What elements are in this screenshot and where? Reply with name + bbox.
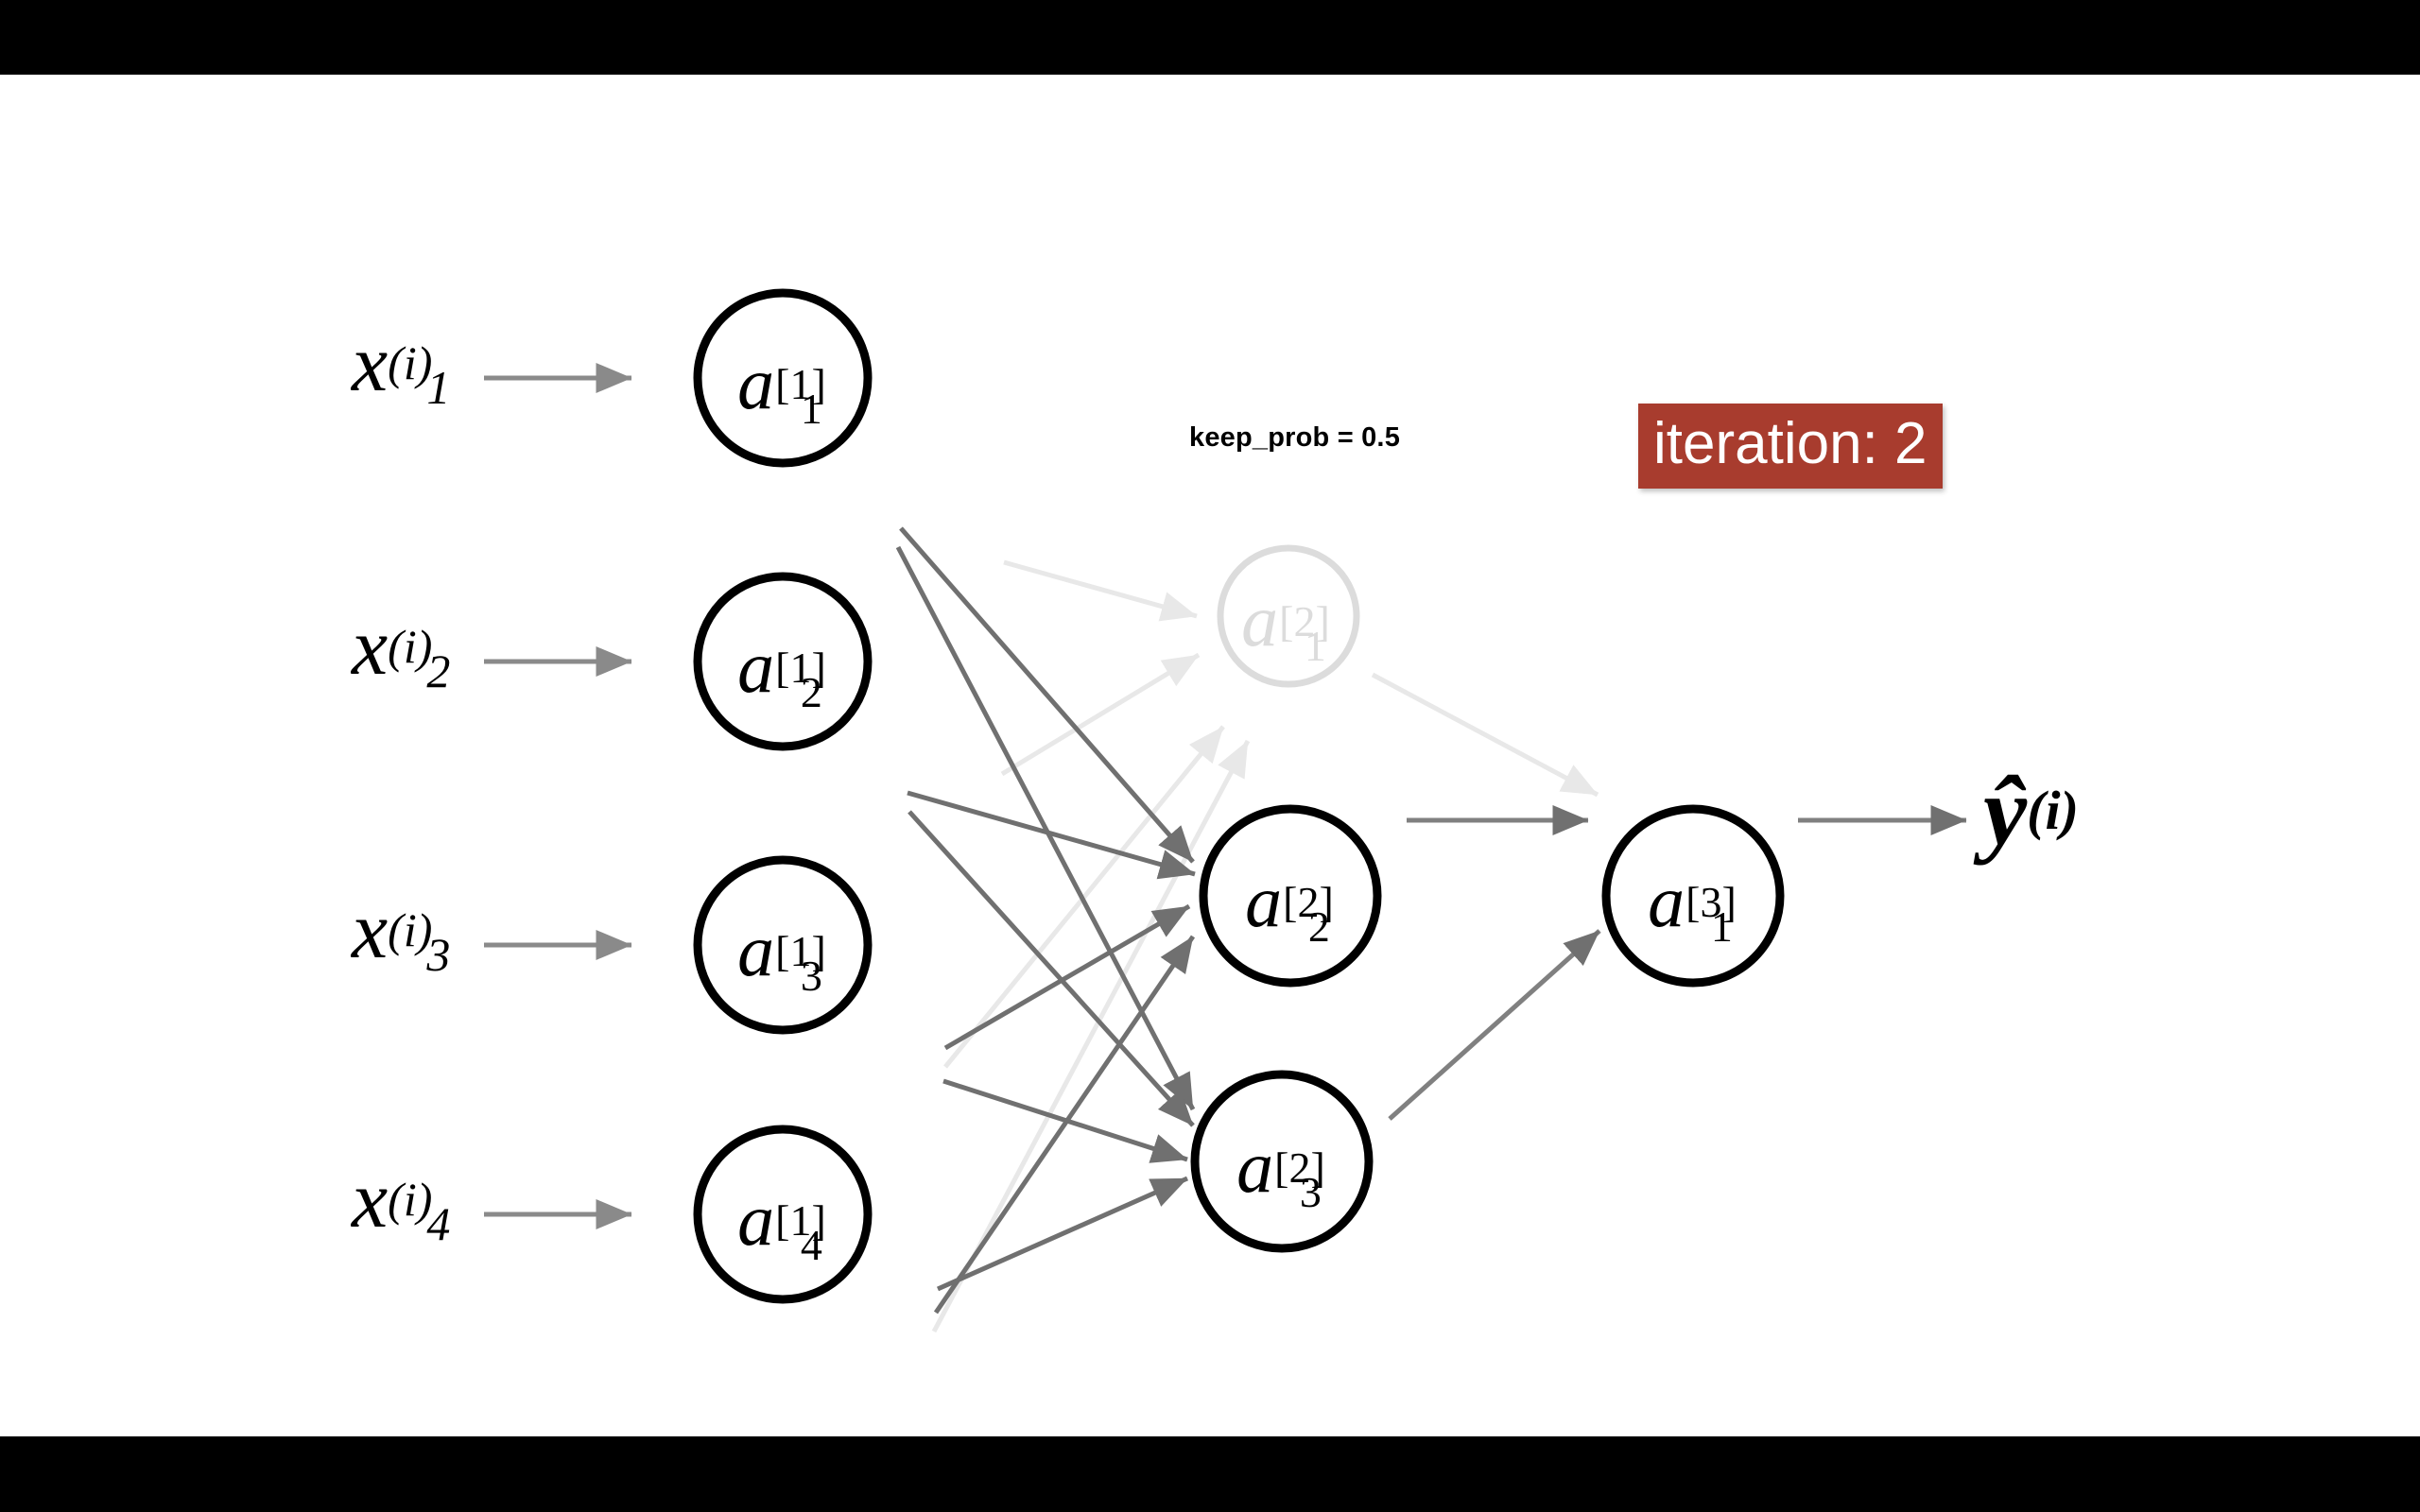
node-a2-3 [1190,1070,1374,1253]
layer1-nodes [693,288,873,1304]
edge-a1-1-to-a2-3 [895,545,1196,1111]
keep-prob-label: keep_prob = 0.5 [1189,422,1401,453]
edge-a2-3-to-a3-1 [1388,929,1601,1121]
node-a2-1-dropped [1217,544,1360,688]
edge-a1-2-to-a2-2 [907,790,1196,880]
edge-a1-4-to-a2-1 [931,739,1251,1333]
edge-a1-1-to-a2-1 [1003,559,1198,622]
output-label-yhat: ŷ(i) [1983,757,2079,866]
node-a3-1 [1601,804,1785,988]
edge-a1-3-to-a2-3 [942,1078,1188,1163]
iteration-badge: iteration: 2 [1638,404,1943,490]
neural-network-diagram: x(i)1 x(i)2 x(i)3 x(i)4 a[1]1 a[1]2 a[1]… [0,75,2420,1436]
edge-a1-2-to-a2-1 [1000,652,1201,777]
node-a1-1 [693,288,873,468]
input-label-2: x(i)2 [352,601,451,698]
edge-a1-4-to-a2-2 [933,935,1196,1314]
network-edges [484,288,1967,1333]
input-label-4: x(i)4 [352,1154,451,1251]
edges-to-a2-2 [899,526,1196,1314]
layer3-nodes [1601,804,1785,988]
edges-to-a2-3 [895,545,1196,1292]
edges-dropped-to-output [1371,672,1599,798]
edge-a2-1-to-a3-1 [1371,672,1599,798]
node-a1-2 [693,572,873,751]
edges-to-output [1388,804,1601,1121]
input-arrows [484,362,632,1229]
edges-to-dropped-node [931,559,1251,1333]
edge-a1-3-to-a2-1 [943,725,1225,1069]
edge-a1-2-to-a2-3 [908,810,1195,1127]
yhat-glyph: ŷ [1983,757,2028,866]
letterbox-top [0,0,2420,75]
node-a1-4 [693,1125,873,1304]
edge-a1-1-to-a2-2 [899,526,1195,864]
node-a2-2 [1199,804,1382,988]
layer2-nodes [1190,544,1382,1253]
letterbox-bottom [0,1436,2420,1512]
input-label-1: x(i)1 [352,318,451,415]
edge-a1-4-to-a2-3 [936,1176,1189,1292]
input-label-3: x(i)3 [352,885,451,982]
edge-a1-3-to-a2-2 [943,903,1191,1051]
node-a1-3 [693,855,873,1035]
